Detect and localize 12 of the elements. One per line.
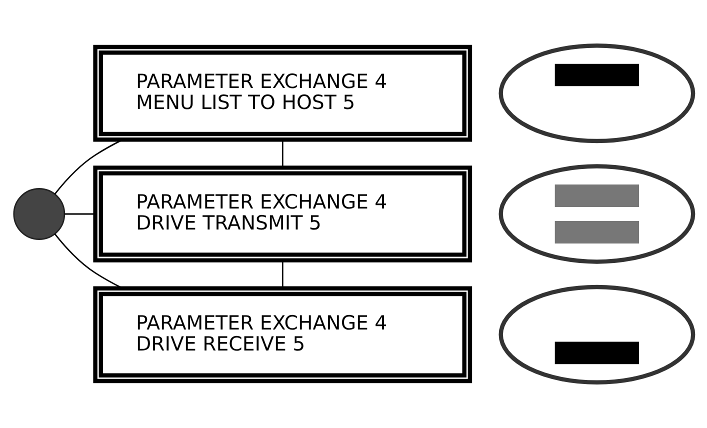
node-circle (13, 188, 66, 240)
connector (54, 234, 123, 289)
node-box: PARAMETER EXCHANGE 4 DRIVE TRANSMIT 5 (93, 166, 472, 262)
node-ellipse (498, 284, 696, 384)
connector (282, 140, 284, 168)
connector (282, 260, 284, 288)
connector (54, 139, 123, 194)
node-box: PARAMETER EXCHANGE 4 MENU LIST TO HOST 5 (93, 44, 472, 142)
node-ellipse (498, 164, 696, 264)
connector (64, 213, 96, 215)
node-ellipse (498, 44, 696, 144)
node-box: PARAMETER EXCHANGE 4 DRIVE RECEIVE 5 (93, 286, 472, 384)
